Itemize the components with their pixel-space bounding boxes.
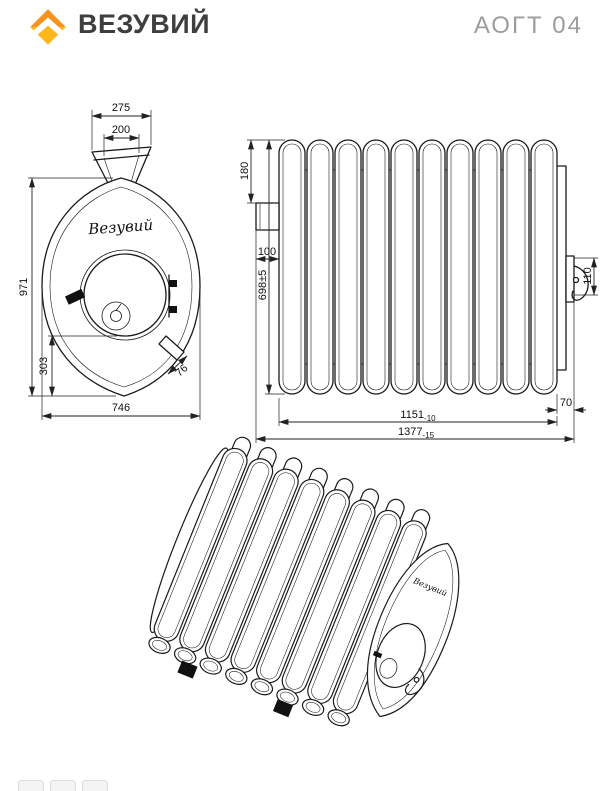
dim-flue-protrusion-label: 100 [258,246,276,258]
thumbnail-placeholder [82,780,108,791]
model-code: АОГТ 04 [473,12,583,39]
door-end-face: Везувий [366,542,460,718]
thumbnail-placeholder [50,780,76,791]
dim-total-length-label: 1377-15 [398,426,435,440]
dim-foot-label: 76 [173,362,190,379]
dim-door-bottom-label: 303 [38,357,50,375]
flue-stub [255,202,280,231]
stove-front-body: Везувий [41,146,201,397]
door-handle [65,288,86,305]
front-script-logo: Везувий [87,216,154,239]
iso-latch-hook [404,668,425,696]
logo-chevron-cut [33,17,63,35]
brand-name: ВЕЗУВИЙ [78,9,211,39]
isometric-view-drawing: Везувий [148,436,460,727]
convection-tubes [278,139,558,395]
air-damper [101,301,131,331]
foot-right [272,699,294,718]
thumbnail-placeholder [18,780,44,791]
dim-side-height-label: 698±5 [257,270,269,301]
dim-flue-inner-label: 200 [112,124,130,136]
cropped-thumbnail-strip [18,780,108,791]
dim-end-offset-label: 70 [560,397,572,409]
side-view-drawing: 180 698±5 100 110 70 1151-10 1377-15 [240,139,598,443]
stove-isometric-body: Везувий [148,436,460,727]
dim-flue-outer-label: 275 [112,102,130,114]
side-view-dimensions: 180 698±5 100 110 70 1151-10 1377-15 [240,139,598,443]
vezuviy-logo-icon [30,9,66,45]
tube-bands [153,447,427,715]
stove-side-body [255,139,589,395]
dim-width-label: 746 [112,402,130,414]
door-clamp-bottom [169,306,177,313]
header: ВЕЗУВИЙ АОГТ 04 [0,0,607,60]
foot-left [177,660,198,679]
iso-air-damper [379,658,398,679]
tube-open-ends [148,636,350,727]
dim-top-offset-label: 180 [240,162,251,180]
front-view-dimensions: 275 200 971 303 746 76 [18,102,201,420]
iso-door [375,622,426,688]
dim-latch-label: 110 [582,267,594,285]
front-view-drawing: Везувий 275 200 [18,102,201,420]
dim-height-label: 971 [18,278,30,296]
door-latch [565,255,589,303]
iso-door-handle [372,650,383,659]
dim-tube-length-label: 1151-10 [400,409,436,423]
door-clamp-top [169,280,177,287]
